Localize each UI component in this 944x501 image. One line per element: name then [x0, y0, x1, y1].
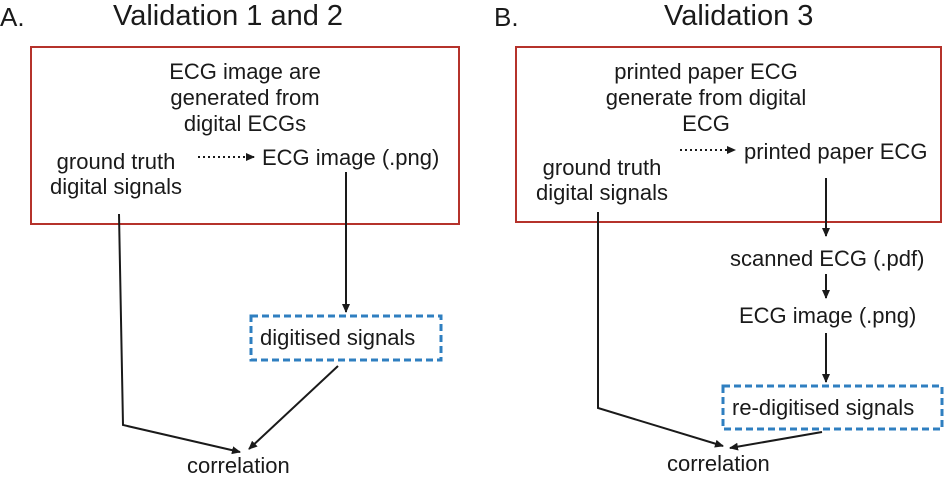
- panel-a-title: Validation 1 and 2: [113, 0, 344, 32]
- panel-a-letter: A.: [0, 2, 25, 32]
- panel-a-correlation: correlation: [187, 453, 290, 478]
- panel-b-ecg-image: ECG image (.png): [739, 303, 917, 328]
- panel-b-box-caption: printed paper ECG generate from digital …: [605, 59, 807, 136]
- panel-b-redigitised-signals: re-digitised signals: [732, 395, 915, 420]
- panel-b-generation-box: [515, 46, 942, 223]
- panel-b-correlation: correlation: [667, 451, 770, 476]
- panel-b-ground-truth: ground truth digital signals: [535, 155, 669, 205]
- panel-a-arrow-digitised-to-correlation: [248, 365, 339, 450]
- panel-a-box-caption: ECG image are generated from digital ECG…: [169, 59, 321, 136]
- panel-a-ecg-image: ECG image (.png): [262, 145, 440, 170]
- panel-b-scanned-ecg: scanned ECG (.pdf): [730, 246, 925, 271]
- panel-b-title: Validation 3: [664, 0, 814, 32]
- panel-a-arrow-ground-to-correlation: [118, 213, 241, 455]
- panel-b-letter: B.: [494, 2, 519, 32]
- panel-b-printed-paper-ecg: printed paper ECG: [744, 139, 928, 164]
- panel-a-digitised-box: [249, 314, 443, 362]
- panel-a-generation-box: [30, 46, 460, 225]
- panel-b-arrow-ground-to-correlation: [597, 212, 724, 448]
- panel-a-digitised-signals: digitised signals: [260, 325, 416, 350]
- panel-b-arrow-redigitised-to-correlation: [729, 431, 823, 451]
- panel-a-ground-truth: ground truth digital signals: [49, 149, 183, 199]
